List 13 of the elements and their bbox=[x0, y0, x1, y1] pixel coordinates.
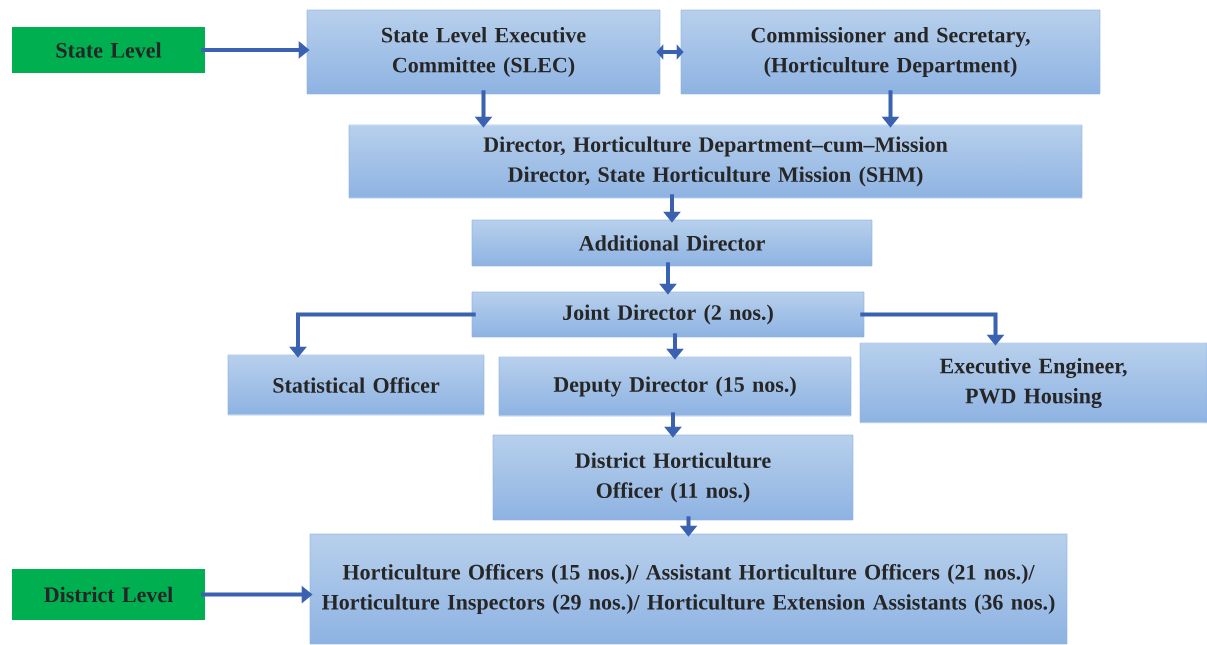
level-box: District Level bbox=[12, 569, 205, 620]
level-box: State Level bbox=[12, 27, 205, 73]
position-box: Horticulture Officers (15 nos.)/ Assistant Horticulture Officers (21 nos.)/ Horticulture Inspectors (29 nos.)/ Horticulture Extension Assistants (36 nos.) bbox=[309, 533, 1068, 645]
position-box: Statistical Officer bbox=[227, 354, 485, 416]
arrow bbox=[656, 44, 684, 60]
position-box: Additional Director bbox=[471, 219, 873, 267]
position-box: State Level Executive Committee (SLEC) bbox=[306, 9, 661, 95]
position-box: Joint Director (2 nos.) bbox=[471, 291, 865, 338]
position-box: Director, Horticulture Department–cum–Mission Director, State Horticulture Mission (SHM) bbox=[348, 124, 1083, 199]
position-box: Deputy Director (15 nos.) bbox=[498, 356, 852, 417]
position-box: Executive Engineer, PWD Housing bbox=[859, 342, 1207, 424]
position-box: District Horticulture Officer (11 nos.) bbox=[492, 434, 854, 521]
position-box: Commissioner and Secretary, (Horticulture Department) bbox=[680, 9, 1101, 95]
